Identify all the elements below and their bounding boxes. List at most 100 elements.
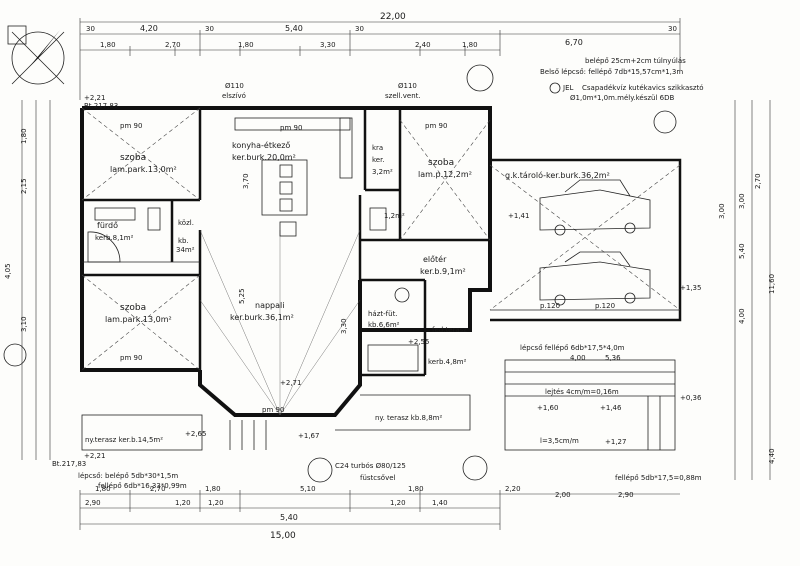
room-wc-area: 1,2m² xyxy=(384,212,405,220)
dim-mid-e: 5,36 xyxy=(605,354,621,362)
dim-mid-c: 3,70 xyxy=(242,173,250,189)
room-szoba3-name: szoba xyxy=(428,158,454,168)
hatched-areas xyxy=(81,107,681,416)
note-bt1: Bt.217,83 xyxy=(84,102,118,110)
note-belepo: belépő 25cm+2cm túlnyúlás xyxy=(585,56,686,65)
furniture xyxy=(87,117,651,372)
dim-top-c: 30 xyxy=(205,25,214,33)
dim-right-b: 11,60 xyxy=(768,274,776,294)
room-garage-name: g.k.tároló-ker.burk.36,2m² xyxy=(505,170,610,180)
note-elsziv: elszívó xyxy=(222,92,246,100)
note-fellepo-bottom: fellépő 6db*16,33*0,99m xyxy=(98,481,187,490)
dim-r2-c: 1,80 xyxy=(238,41,254,49)
note-kemeny: C24 turbós Ø80/125 xyxy=(335,462,406,470)
building-walls xyxy=(80,106,682,417)
room-kozl-extra: kb. xyxy=(178,237,189,245)
dim-bot2-f: 1,40 xyxy=(432,499,448,507)
room-konyha-floor: ker.burk.20,0m² xyxy=(232,153,296,162)
room-kamra-name: kra xyxy=(372,144,383,152)
room-fedterasz-name: fed.terasz xyxy=(432,326,467,334)
drain-well-icon-2 xyxy=(653,110,677,134)
level-lvl6: +1,41 xyxy=(508,212,529,220)
plan-notes: Ø110 elszívó Ø110 szell.vent. +2,21 Bt.2… xyxy=(52,82,726,490)
room-haztfut-floor: kb.6,6m² xyxy=(368,321,400,329)
top-dimensions: 22,00 30 4,20 30 5,40 30 6,70 30 1,80 2,… xyxy=(79,12,681,100)
jel-circle-icon xyxy=(549,82,561,94)
dim-left-a: 4,05 xyxy=(4,263,12,279)
room-szoba3-floor: lam.p.12,2m² xyxy=(418,170,472,179)
dim-bot2-b: 1,20 xyxy=(175,499,191,507)
dim-bot-total: 15,00 xyxy=(270,531,296,541)
dim-bot2-c: 1,20 xyxy=(208,499,224,507)
level-lvl11: +1,27 xyxy=(605,438,626,446)
room-szoba1-name: szoba xyxy=(120,153,146,163)
note-slope: l=3,5cm/m xyxy=(540,437,579,445)
dim-top-d: 5,40 xyxy=(285,24,303,33)
level-lvl10: +0,36 xyxy=(680,394,702,402)
room-kozl-area: 34m² xyxy=(176,246,195,254)
level-lvl4: +2,55 xyxy=(408,338,429,346)
room-nyterasz2: ny. terasz kb.8,8m² xyxy=(375,414,442,422)
room-kamra-floor: ker. xyxy=(372,156,385,164)
drain-well-icon xyxy=(466,64,494,92)
p120-1: p.120 xyxy=(540,302,560,310)
pm90-3: pm 90 xyxy=(280,124,302,132)
room-furdo-name: fürdő xyxy=(97,221,118,230)
room-nappali-name: nappali xyxy=(255,301,284,310)
dim-mid-d: 3,00 xyxy=(718,203,726,219)
right-dimensions: 3,00 11,60 2,70 5,40 4,00 4,40 xyxy=(734,100,776,480)
room-kamra-area: 3,2m² xyxy=(372,168,393,176)
note-phi110a: Ø110 xyxy=(225,82,244,90)
room-furdo-floor: kerb.8,1m² xyxy=(95,234,134,242)
dim-mid-f: 4,00 xyxy=(570,354,586,362)
washbasin xyxy=(94,207,136,221)
dim-top-b: 4,20 xyxy=(140,24,158,33)
dim-right-f: 4,40 xyxy=(768,448,776,464)
room-eloter-name: előtér xyxy=(423,254,447,264)
dim-top-a: 30 xyxy=(86,25,95,33)
north-arrow-icon xyxy=(7,25,65,85)
pm90-4: pm 90 xyxy=(425,122,447,130)
car-icon xyxy=(539,179,651,236)
note-jel: JEL xyxy=(562,84,573,92)
dim-right-a: 3,00 xyxy=(738,193,746,209)
room-nappali-floor: ker.burk.36,1m² xyxy=(230,313,294,322)
shower xyxy=(87,231,121,263)
dim-top-f: 6,70 xyxy=(565,38,583,47)
dim-top-g: 30 xyxy=(668,25,677,33)
room-konyha-name: konyha-étkező xyxy=(232,140,290,150)
room-labels: szoba lam.park.13,0m² pm 90 fürdő kerb.8… xyxy=(85,122,615,444)
dim-left-d: 1,80 xyxy=(20,128,28,144)
note-belso-lepcso: Belső lépcső: fellépő 7db*15,57cm*1,3m xyxy=(540,67,683,76)
dim-bot-d: 5,10 xyxy=(300,485,316,493)
left-dimensions: 4,05 3,10 2,15 1,80 xyxy=(3,100,51,460)
terraces xyxy=(81,359,676,483)
drain-well-icon-5 xyxy=(462,455,488,481)
dim-mid-b: 3,30 xyxy=(340,318,348,334)
note-lepcso-right: lépcső fellépő 6db*17,5*4,0m xyxy=(520,343,625,352)
level-bottom: +2,21 xyxy=(84,452,105,460)
note-csapadek: Csapadékvíz kutékavics szikkasztó xyxy=(582,84,704,92)
dim-right-d: 5,40 xyxy=(738,243,746,259)
notes-upper-right: belépő 25cm+2cm túlnyúlás Belső lépcső: … xyxy=(466,56,704,134)
room-nyterasz1: ny.terasz ker.b.14,5m² xyxy=(85,436,163,444)
dim-top-e: 30 xyxy=(355,25,364,33)
dining-table xyxy=(261,159,308,216)
dim-r2-f: 1,80 xyxy=(462,41,478,49)
pm90-2: pm 90 xyxy=(120,354,142,362)
dim-r2-d: 3,30 xyxy=(320,41,336,49)
note-phi110b: Ø110 xyxy=(398,82,417,90)
note-kemeny2: füstcsővel xyxy=(360,473,396,482)
dim-mid-a: 5,25 xyxy=(238,288,246,304)
dim-right-e: 4,00 xyxy=(738,308,746,324)
dim-bot-b: 2,70 xyxy=(150,485,166,493)
dim-bot-a: 1,80 xyxy=(95,485,111,493)
level-lvl2: +2,65 xyxy=(185,430,206,438)
dim-r2-b: 2,70 xyxy=(165,41,181,49)
dim-bot2-e: 1,20 xyxy=(390,499,406,507)
note-bt2: Bt.217,83 xyxy=(52,460,86,468)
toilet xyxy=(147,207,161,231)
room-szoba1-floor: lam.park.13,0m² xyxy=(110,165,177,174)
